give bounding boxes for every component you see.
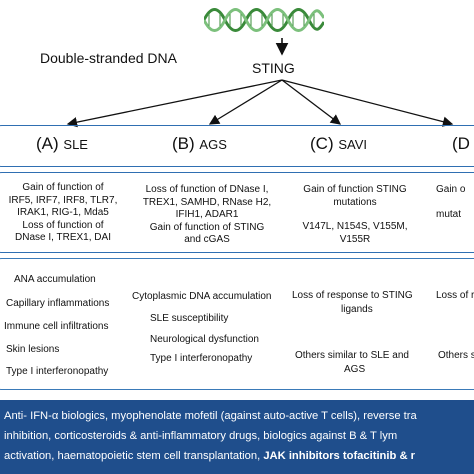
- symptom-savi: ligands: [341, 304, 373, 315]
- symptom-sle: Type I interferonopathy: [6, 366, 109, 377]
- symptom-ags: Neurological dysfunction: [150, 334, 259, 345]
- therapy-banner: Anti- IFN-α biologics, myophenolate mofe…: [0, 400, 474, 474]
- column-name: SAVI: [338, 137, 368, 152]
- column-letter: (C): [310, 134, 334, 153]
- symptom-ags: SLE susceptibility: [150, 313, 229, 324]
- sting-label: STING: [252, 60, 295, 76]
- genes-ags: Loss of function of DNase I, TREX1, SAMH…: [142, 184, 272, 245]
- therapy-line-1: Anti- IFN-α biologics, myophenolate mofe…: [4, 410, 417, 422]
- genes-savi: Gain of function STING mutations V147L, …: [302, 184, 408, 245]
- column-header-savi: (C) SAVI: [310, 134, 367, 154]
- therapy-highlight: JAK inhibitors tofacitinib & r: [263, 450, 415, 462]
- symptom-savi: Loss of response to STING: [292, 290, 413, 301]
- disease-header-row: [0, 125, 474, 167]
- column-letter: (B): [172, 134, 195, 153]
- symptom-sle: Skin lesions: [6, 344, 60, 355]
- column-header-sle: (A) SLE: [36, 134, 88, 154]
- column-header-ags: (B) AGS: [172, 134, 227, 154]
- symptom-sle: Capillary inflammations: [6, 298, 110, 309]
- connector-arrows: [66, 38, 454, 128]
- symptoms-row: [0, 258, 474, 390]
- symptom-savi: AGS: [344, 364, 366, 375]
- therapy-line-2: inhibition, corticosteroids & anti-infla…: [4, 430, 398, 442]
- therapy-line-3: activation, haematopoietic stem cell tra…: [4, 450, 415, 462]
- symptom-sle: Immune cell infiltrations: [4, 321, 109, 332]
- column-letter: (D: [452, 134, 470, 153]
- symptom-d: Others s: [438, 350, 474, 361]
- symptom-ags: Cytoplasmic DNA accumulation: [132, 291, 272, 302]
- dna-label: Double-stranded DNA: [40, 50, 177, 66]
- column-header-d: (D: [452, 134, 470, 154]
- symptom-savi: Others similar to SLE and: [295, 350, 409, 361]
- genes-sle: Gain of function of IRF5, IRF7, IRF8, TL…: [8, 182, 118, 243]
- genetics-row: [0, 172, 474, 253]
- symptom-sle: ANA accumulation: [14, 274, 96, 285]
- column-name: AGS: [199, 137, 227, 152]
- column-name: SLE: [63, 137, 88, 152]
- symptom-ags: Type I interferonopathy: [150, 353, 253, 364]
- symptom-d: Loss of r: [436, 290, 474, 301]
- column-letter: (A): [36, 134, 59, 153]
- genes-d: Gain o mutat: [436, 184, 466, 220]
- dna-helix-icon: [204, 8, 324, 32]
